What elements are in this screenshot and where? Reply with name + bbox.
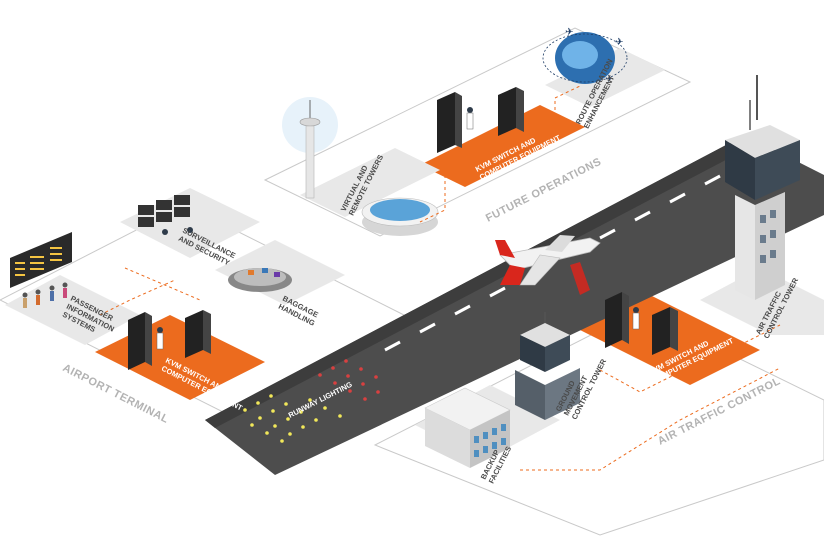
building-icon [424, 387, 511, 468]
svg-text:✈: ✈ [615, 37, 623, 48]
future-operations-outline [263, 27, 692, 237]
surveillance-monitors-icon [138, 195, 193, 235]
connectors [99, 85, 781, 471]
radar-tower-icon [282, 97, 338, 199]
connector-atc-tower [739, 324, 781, 346]
surveillance-platform [120, 188, 260, 258]
label-baggage: BAGGAGE HANDLING [277, 294, 320, 328]
route-platform [545, 48, 665, 107]
connector-route-kvm [554, 85, 581, 110]
airplane-icon [495, 235, 601, 295]
flight-board-icon [10, 232, 72, 288]
connector-surv-kvm [124, 267, 201, 301]
zone-label-air-traffic-control: AIR TRAFFIC CONTROL [656, 375, 783, 447]
svg-text:✈: ✈ [565, 27, 573, 38]
runway-surface [205, 135, 824, 475]
connector-atc-backup [520, 367, 781, 471]
runway [205, 135, 824, 475]
runway-centerline [384, 174, 721, 352]
runway-edge [205, 135, 760, 428]
terminal-kvm-platform [95, 315, 265, 400]
ground-movement-tower-icon [515, 312, 580, 420]
passengers-icon [22, 282, 68, 308]
connector-atc-gm [599, 361, 701, 393]
virtual-tower-dish-icon [361, 197, 439, 236]
future-kvm-platform [420, 105, 585, 187]
connector-pax-kvm [99, 279, 176, 316]
atct-platform [700, 268, 824, 335]
globe-icon: ✈ ✈ ✈ [542, 27, 628, 85]
virtual-towers-platform [300, 148, 440, 217]
svg-text:✈: ✈ [605, 74, 613, 85]
runway-light-icon [243, 359, 380, 443]
future-operations-zone [263, 27, 692, 237]
baggage-carousel-icon [228, 268, 292, 292]
control-tower-icon [725, 75, 800, 300]
server-rack-icon [128, 87, 678, 370]
operator-icon [156, 107, 640, 350]
